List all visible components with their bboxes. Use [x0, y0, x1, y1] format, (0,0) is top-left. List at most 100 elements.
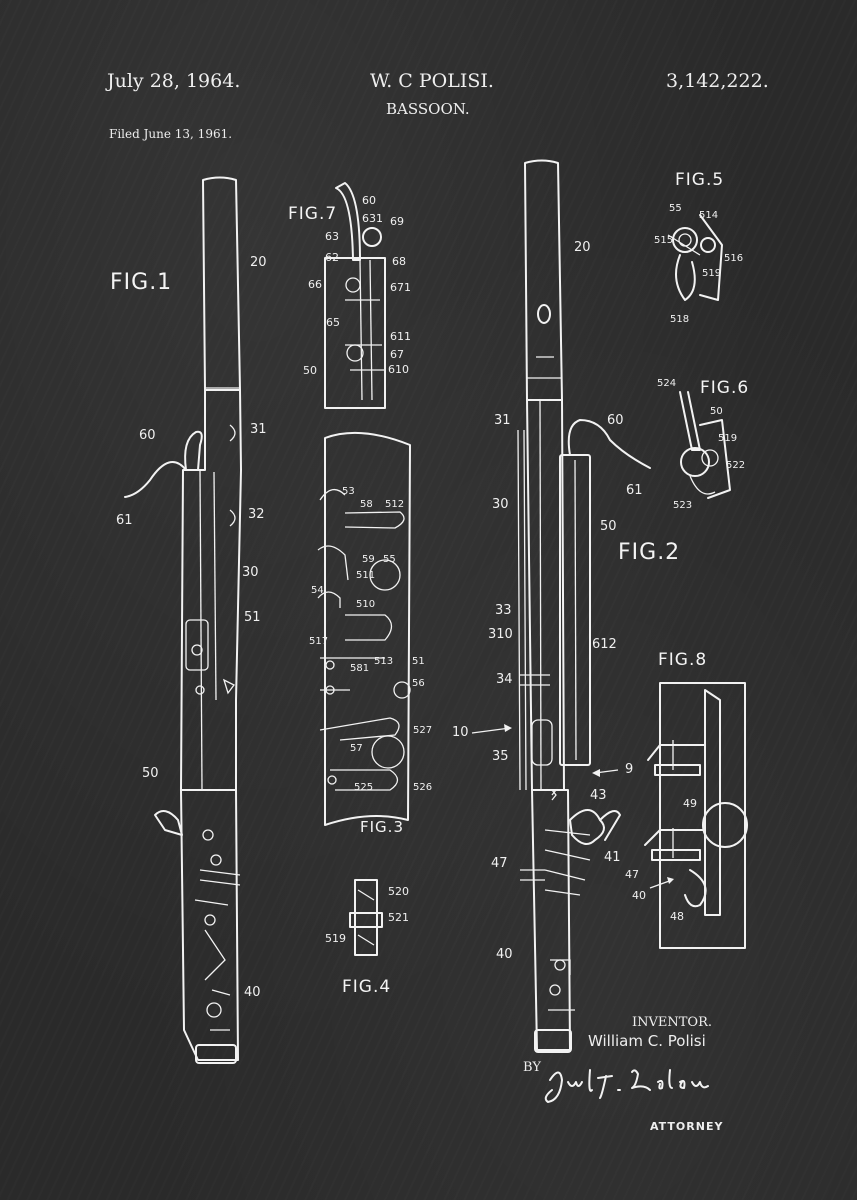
fig5-ref-518: 518	[670, 314, 690, 325]
fig3-ref-51: 51	[412, 656, 425, 667]
fig8-detail	[644, 682, 748, 949]
fig7-ref-50: 50	[303, 364, 317, 377]
fig2-ref-310: 310	[488, 627, 513, 642]
fig8-ref-48: 48	[670, 910, 684, 923]
fig1-title: FIG.1	[110, 270, 173, 295]
fig2-ref-50: 50	[600, 519, 617, 534]
fig6-ref-524: 524	[657, 378, 677, 389]
fig2-ref-33: 33	[495, 603, 512, 618]
fig5-ref-55: 55	[669, 203, 682, 214]
fig8-ref-40: 40	[632, 889, 646, 902]
fig1-ref-31: 31	[250, 422, 267, 437]
inventor-name: William C. Polisi	[588, 1032, 706, 1050]
arrow-10	[471, 727, 511, 734]
fig6-ref-522: 522	[726, 460, 746, 471]
fig2-ref-34: 34	[496, 672, 513, 687]
fig7-ref-60: 60	[362, 194, 376, 207]
fig2-ref-43: 43	[590, 788, 607, 803]
fig2-ref-9: 9	[625, 762, 634, 777]
fig2-ref-31: 31	[494, 413, 511, 428]
fig8-title: FIG.8	[658, 650, 708, 670]
fig5-title: FIG.5	[675, 170, 725, 190]
fig3-ref-57: 57	[350, 743, 363, 754]
inventor-label: INVENTOR.	[632, 1015, 713, 1030]
fig8-ref-47: 47	[625, 868, 639, 881]
fig7-ref-65: 65	[326, 316, 340, 329]
fig5-ref-514: 514	[699, 210, 719, 221]
fig3-ref-53: 53	[342, 486, 355, 497]
attorney-signature	[544, 1069, 709, 1103]
fig8-ref-49: 49	[683, 797, 697, 810]
fig1-ref-50: 50	[142, 766, 159, 781]
fig7-ref-66: 66	[308, 278, 322, 291]
fig3-ref-517: 517	[309, 636, 329, 647]
fig2-ref-47: 47	[491, 856, 508, 871]
fig3-ref-510: 510	[356, 599, 376, 610]
fig3-ref-527: 527	[413, 725, 433, 736]
fig2-ref-20: 20	[574, 240, 591, 255]
filed-date: Filed June 13, 1961.	[109, 127, 233, 141]
patent-number: 3,142,222.	[666, 70, 769, 92]
fig3-ref-581: 581	[350, 663, 370, 674]
fig3-ref-54: 54	[311, 585, 324, 596]
fig2-ref-35: 35	[492, 749, 509, 764]
fig7-ref-67: 67	[390, 348, 404, 361]
fig3-ref-511: 511	[356, 570, 376, 581]
fig3-title: FIG.3	[360, 818, 404, 836]
fig3-ref-56: 56	[412, 678, 425, 689]
fig7-ref-671: 671	[390, 281, 411, 294]
by-label: BY	[523, 1060, 541, 1075]
inventor-header: W. C POLISI.	[370, 70, 494, 92]
fig1-ref-40: 40	[244, 985, 261, 1000]
fig2-ref-60: 60	[607, 413, 624, 428]
fig3-ref-526: 526	[413, 782, 433, 793]
fig6-ref-519: 519	[718, 433, 738, 444]
fig6-detail	[679, 391, 731, 499]
fig5-ref-519: 519	[702, 268, 722, 279]
fig5-ref-515: 515	[654, 235, 674, 246]
fig6-title: FIG.6	[700, 378, 750, 398]
fig3-detail	[317, 431, 411, 826]
fig1-bassoon	[124, 176, 242, 1064]
fig2-ref-30: 30	[492, 497, 509, 512]
fig4-detail	[349, 879, 383, 956]
fig3-ref-58: 58	[360, 499, 373, 510]
fig2-ref-612: 612	[592, 637, 617, 652]
fig7-detail	[324, 182, 386, 409]
fig2-ref-41: 41	[604, 850, 621, 865]
fig7-title: FIG.7	[288, 204, 338, 224]
fig6-ref-50: 50	[710, 406, 723, 417]
fig3-ref-513: 513	[374, 656, 394, 667]
fig4-ref-521: 521	[388, 911, 409, 924]
fig2-ref-10: 10	[452, 725, 469, 740]
fig5-ref-516: 516	[724, 253, 744, 264]
fig3-ref-55: 55	[383, 554, 396, 565]
fig7-ref-610: 610	[388, 363, 409, 376]
patent-date: July 28, 1964.	[107, 70, 241, 92]
fig1-ref-61: 61	[116, 513, 133, 528]
attorney-label: ATTORNEY	[650, 1120, 724, 1133]
fig3-ref-525: 525	[354, 782, 374, 793]
fig4-ref-520: 520	[388, 885, 409, 898]
fig3-ref-512: 512	[385, 499, 405, 510]
fig6-ref-523: 523	[673, 500, 693, 511]
fig2-bassoon	[517, 159, 651, 1053]
fig1-ref-51: 51	[244, 610, 261, 625]
fig1-ref-32: 32	[248, 507, 265, 522]
fig1-ref-20: 20	[250, 255, 267, 270]
fig2-title: FIG.2	[618, 540, 681, 565]
fig7-ref-62: 62	[325, 251, 339, 264]
fig7-ref-631: 631	[362, 212, 383, 225]
fig1-ref-30: 30	[242, 565, 259, 580]
fig7-ref-63: 63	[325, 230, 339, 243]
fig1-ref-60: 60	[139, 428, 156, 443]
fig7-ref-68: 68	[392, 255, 406, 268]
fig4-title: FIG.4	[342, 977, 392, 997]
patent-title: BASSOON.	[386, 100, 470, 118]
fig7-ref-69: 69	[390, 215, 404, 228]
fig5-detail	[667, 214, 723, 301]
fig3-ref-59: 59	[362, 554, 375, 565]
fig7-ref-611: 611	[390, 330, 411, 343]
